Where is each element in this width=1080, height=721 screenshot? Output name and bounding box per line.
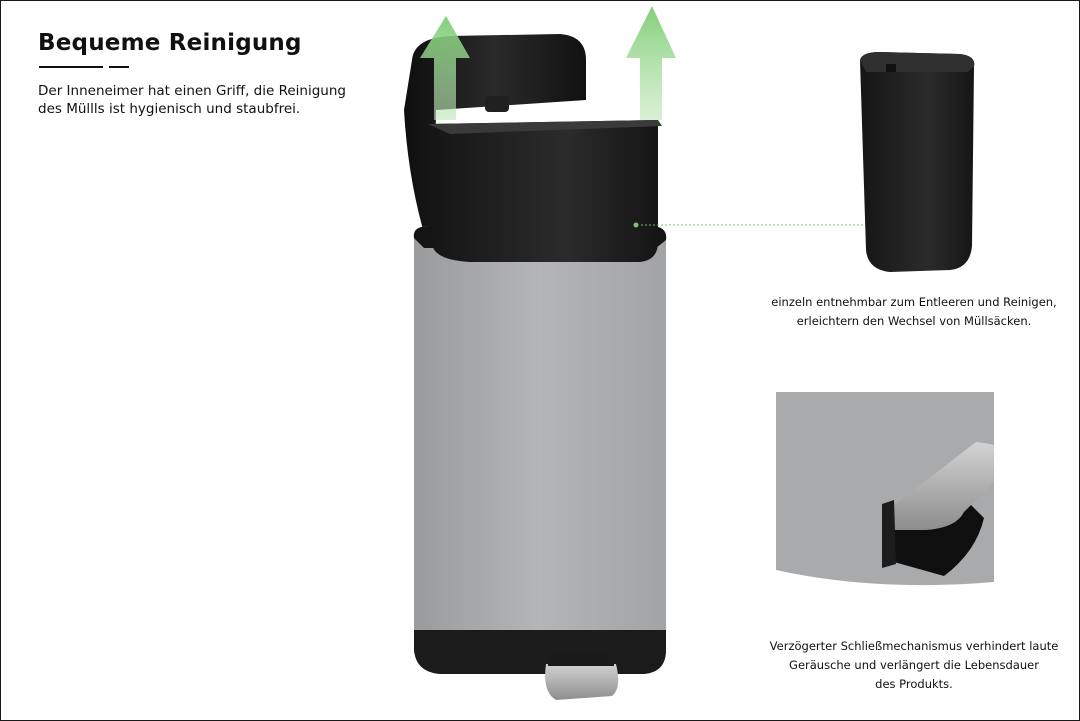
callout-connector — [633, 222, 881, 228]
bin-base — [414, 630, 666, 674]
insert-caption: einzeln entnehmbar zum Entleeren und Rei… — [764, 293, 1064, 331]
intro-text: Der Inneneimer hat einen Griff, die Rein… — [38, 83, 346, 117]
pedal-caption-line-3: des Produkts. — [875, 677, 953, 691]
pedal-mount — [548, 652, 614, 666]
pedal-detail-photo — [776, 392, 994, 622]
pedal-bin-photo — [404, 6, 676, 700]
bin-pedal — [545, 664, 619, 700]
insert-caption-line-2: erleichtern den Wechsel von Müllsäcken. — [796, 314, 1032, 328]
headline-underline-accent — [109, 66, 129, 68]
pedal-caption-line-2: Geräusche und verlängert die Lebensdauer — [789, 658, 1039, 672]
lift-arrow-right-icon — [626, 6, 676, 120]
headline-underline — [39, 66, 103, 68]
lift-arrow-left-icon — [420, 16, 470, 120]
inner-bucket — [428, 120, 658, 262]
insert-caption-line-1: einzeln entnehmbar zum Entleeren und Rei… — [771, 295, 1057, 309]
pedal-caption: Verzögerter Schließmechanismus verhinder… — [764, 637, 1064, 694]
inner-bucket-photo — [860, 52, 975, 272]
inner-bucket-rim — [428, 120, 662, 134]
inner-bucket-handle — [485, 96, 509, 112]
bin-body — [413, 226, 667, 674]
headline: Bequeme Reinigung — [38, 30, 302, 56]
pedal-caption-line-1: Verzögerter Schließmechanismus verhinder… — [769, 639, 1059, 653]
